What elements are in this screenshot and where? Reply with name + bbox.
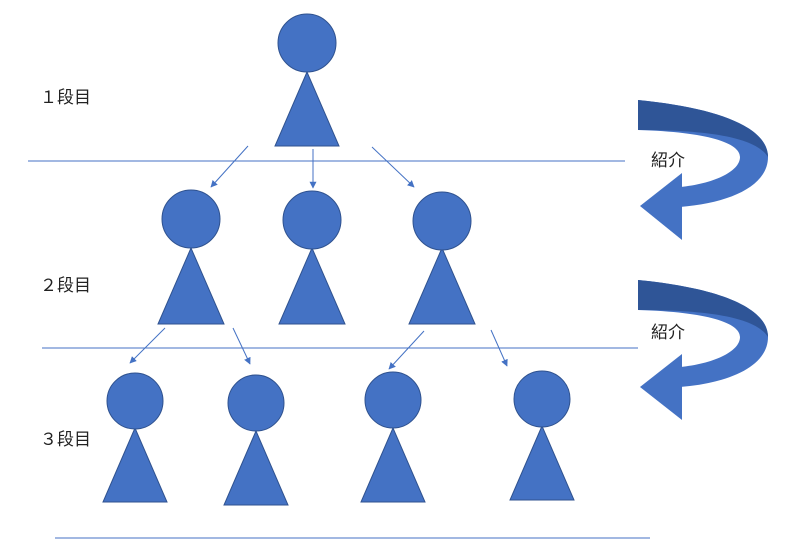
person-tier2-1	[157, 189, 225, 325]
curved-arrow-1	[638, 100, 768, 240]
person-tier1-1	[274, 13, 340, 147]
connector-arrow-1-to-2a	[210, 145, 249, 188]
tier-label-1: １段目	[40, 88, 91, 108]
connector-arrow-2-to-3d	[490, 329, 508, 367]
intro-label-1: 紹介	[651, 151, 685, 171]
tier-label-3: ３段目	[40, 430, 91, 450]
connector-arrow-2-to-3c	[388, 330, 425, 370]
connector-arrow-2-to-3a	[129, 327, 166, 364]
person-tier3-2	[223, 374, 289, 506]
tier-label-2: ２段目	[40, 276, 91, 296]
person-tier3-3	[360, 371, 426, 503]
person-tier3-1	[102, 372, 168, 503]
curved-arrow-2	[638, 280, 768, 420]
intro-label-2: 紹介	[651, 323, 685, 343]
person-tier3-4	[509, 370, 575, 501]
person-tier2-3	[408, 191, 476, 325]
connector-arrow-2-to-3b	[232, 327, 251, 365]
person-tier2-2	[278, 190, 346, 325]
connector-arrow-1-to-2c	[371, 146, 415, 188]
